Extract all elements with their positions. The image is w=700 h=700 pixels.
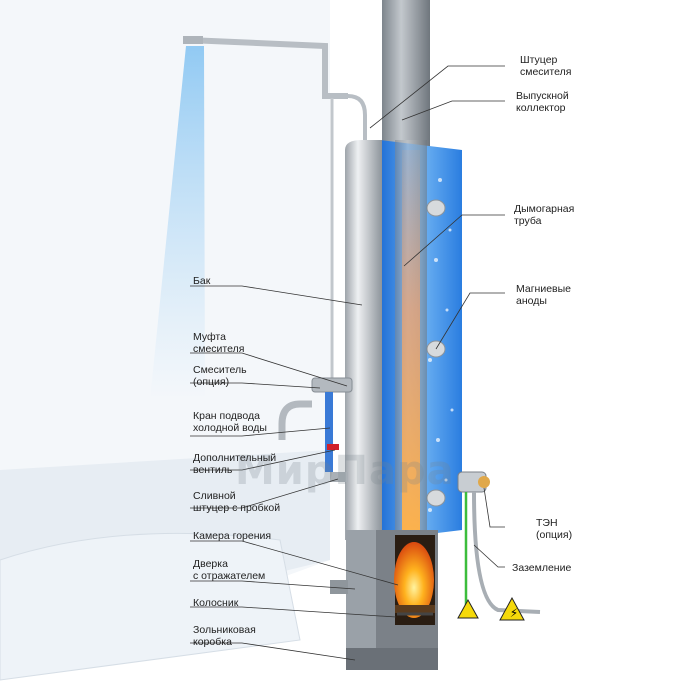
label-ventil: Дополнительный вентиль (193, 452, 277, 476)
label-dymo: Дымогарная труба (514, 203, 575, 227)
label-vypusk: Выпускной коллектор (516, 90, 569, 114)
label-dverka: Дверка с отражателем (193, 558, 266, 582)
leader-lines (190, 65, 505, 661)
label-kran: Кран подвода холодной воды (193, 410, 267, 434)
mixer-assembly (278, 377, 353, 482)
label-anody: Магниевые аноды (516, 283, 572, 307)
firebox (330, 530, 438, 670)
tank (345, 140, 382, 540)
flue-heat (402, 150, 420, 550)
label-mufta: Муфта смесителя (193, 331, 245, 355)
warning-signs: ⚡ (457, 596, 525, 621)
label-shtucer: Штуцер смесителя (520, 54, 572, 78)
label-smesitel: Смеситель (опция) (193, 364, 247, 388)
label-ten: ТЭН (опция) (536, 517, 573, 541)
svg-text:⚡: ⚡ (510, 606, 518, 620)
shower (150, 36, 367, 400)
watermark: МирПара (235, 448, 455, 494)
label-bak: Бак (193, 275, 211, 287)
chimney-pipe (382, 0, 430, 150)
label-slivnoy: Сливной штуцер с пробкой (193, 490, 281, 514)
bubbles (428, 178, 454, 512)
water-spray (150, 46, 205, 400)
ten-heater (457, 471, 541, 614)
label-zolnik: Зольниковая коробка (193, 624, 256, 648)
label-kolosnik: Колосник (193, 597, 239, 609)
label-zazem: Заземление (512, 562, 572, 574)
label-kamera: Камера горения (193, 530, 272, 542)
